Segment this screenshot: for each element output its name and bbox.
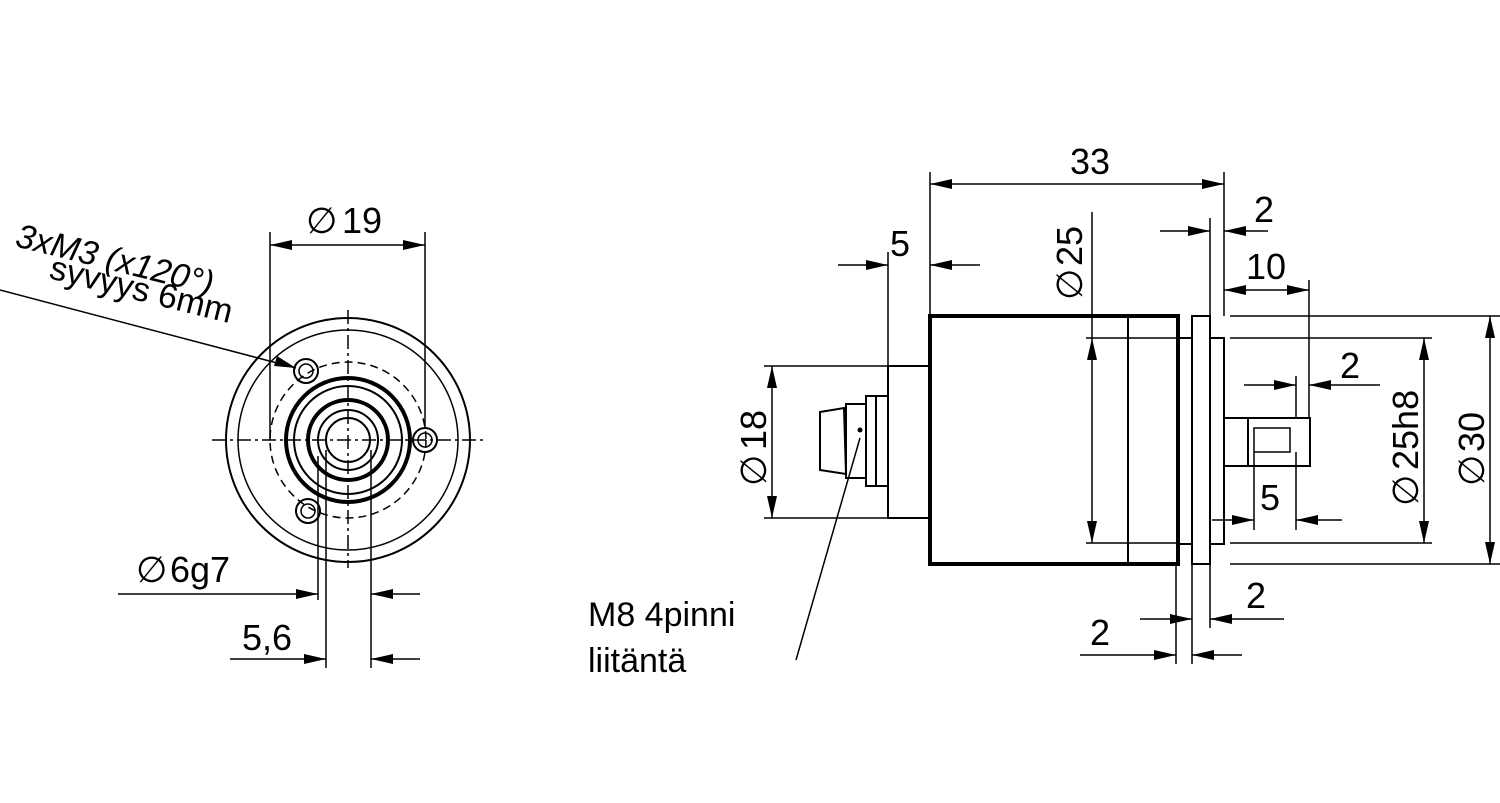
diameter-symbol: ∅ (306, 200, 337, 241)
arrow (371, 654, 393, 664)
shaft-outer-circle (317, 409, 379, 471)
front-flange-plate (1191, 315, 1211, 565)
hub-mid-circle (293, 385, 403, 495)
arrow (930, 260, 952, 270)
bearing-circle (306, 398, 390, 482)
diameter-symbol: ∅ (1451, 455, 1492, 486)
connector-washer (865, 395, 877, 487)
arrow (1485, 316, 1495, 338)
arrow (1202, 179, 1224, 189)
dim-label-10: 10 (1246, 246, 1286, 287)
shaft-inner-circle (325, 417, 371, 463)
diameter-symbol: ∅ (136, 549, 167, 590)
arrow (371, 589, 393, 599)
hole-note-leader (0, 289, 297, 369)
flange-inner-circle (237, 329, 459, 551)
dim-label-2-bottom-right: 2 (1246, 575, 1266, 616)
front-view: ∅ 19 3xM3 (x120°) syvyys 6mm ∅ 6g7 5,6 (0, 200, 484, 668)
arrow (1296, 515, 1318, 525)
output-shaft (1223, 417, 1311, 467)
encoder-body (928, 314, 1180, 566)
diameter-symbol: ∅ (1385, 475, 1426, 506)
arrow (1087, 338, 1097, 360)
arrow (1170, 614, 1192, 624)
arrow (1485, 542, 1495, 564)
connector-plug (819, 406, 848, 476)
arrow (1274, 380, 1296, 390)
arrow (1419, 521, 1429, 543)
connector-note-line2: liitäntä (588, 642, 686, 680)
dim-label-2-bottom-left: 2 (1090, 612, 1110, 653)
connector-nut (845, 403, 867, 479)
arrow (1419, 338, 1429, 360)
diameter-symbol: ∅ (733, 455, 774, 486)
arrow (1224, 285, 1246, 295)
m3-hole-bottom-inner (300, 503, 316, 519)
front-pilot (1209, 337, 1225, 545)
dim-label-d25: 25 (1049, 226, 1090, 266)
connector-note-line1: M8 4pinni (588, 596, 735, 634)
arrow (767, 496, 777, 518)
dim-label-33: 33 (1070, 141, 1110, 182)
connector-hex (875, 395, 889, 487)
arrow (1188, 226, 1210, 236)
arrow (866, 260, 888, 270)
arrow (296, 589, 318, 599)
dim-label-5-key: 5 (1260, 477, 1280, 518)
m3-hole-right-inner (417, 432, 433, 448)
arrow (1309, 380, 1331, 390)
outer-flange-circle (225, 317, 471, 563)
dim-label-d25h8: 25h8 (1385, 390, 1426, 470)
arrow (274, 356, 296, 368)
arrow (930, 179, 952, 189)
arrow (1192, 650, 1214, 660)
arrow (1154, 650, 1176, 660)
arrow (403, 240, 425, 250)
m3-hole-top (293, 358, 319, 384)
m3-hole-bottom (295, 498, 321, 524)
side-view: ∅ 25 33 5 2 10 2 (588, 141, 1500, 680)
connector-note-leader (795, 437, 861, 661)
arrow (1087, 521, 1097, 543)
dim-label-d6g7: 6g7 (170, 549, 230, 590)
dim-label-2-top: 2 (1254, 189, 1274, 230)
shaft-key (1253, 427, 1291, 453)
arrow (304, 654, 326, 664)
dim-label-d18: 18 (733, 410, 774, 450)
arrow (1224, 226, 1246, 236)
dim-label-5-6: 5,6 (242, 617, 292, 658)
rear-flange (887, 365, 931, 519)
hub-outer-circle (284, 376, 412, 504)
dim-label-5-flange: 5 (890, 223, 910, 264)
arrow (1232, 515, 1254, 525)
m3-hole-top-inner (298, 363, 314, 379)
dim-label-d19: 19 (342, 200, 382, 241)
connector-point (857, 427, 863, 433)
dim-label-2-key: 2 (1340, 345, 1360, 386)
arrow (1287, 285, 1309, 295)
diameter-symbol: ∅ (1049, 269, 1090, 300)
front-spacer (1177, 337, 1193, 545)
arrow (767, 366, 777, 388)
bolt-circle (269, 361, 427, 519)
dim-label-d30: 30 (1451, 412, 1492, 452)
arrow (1210, 614, 1232, 624)
arrow (270, 240, 292, 250)
